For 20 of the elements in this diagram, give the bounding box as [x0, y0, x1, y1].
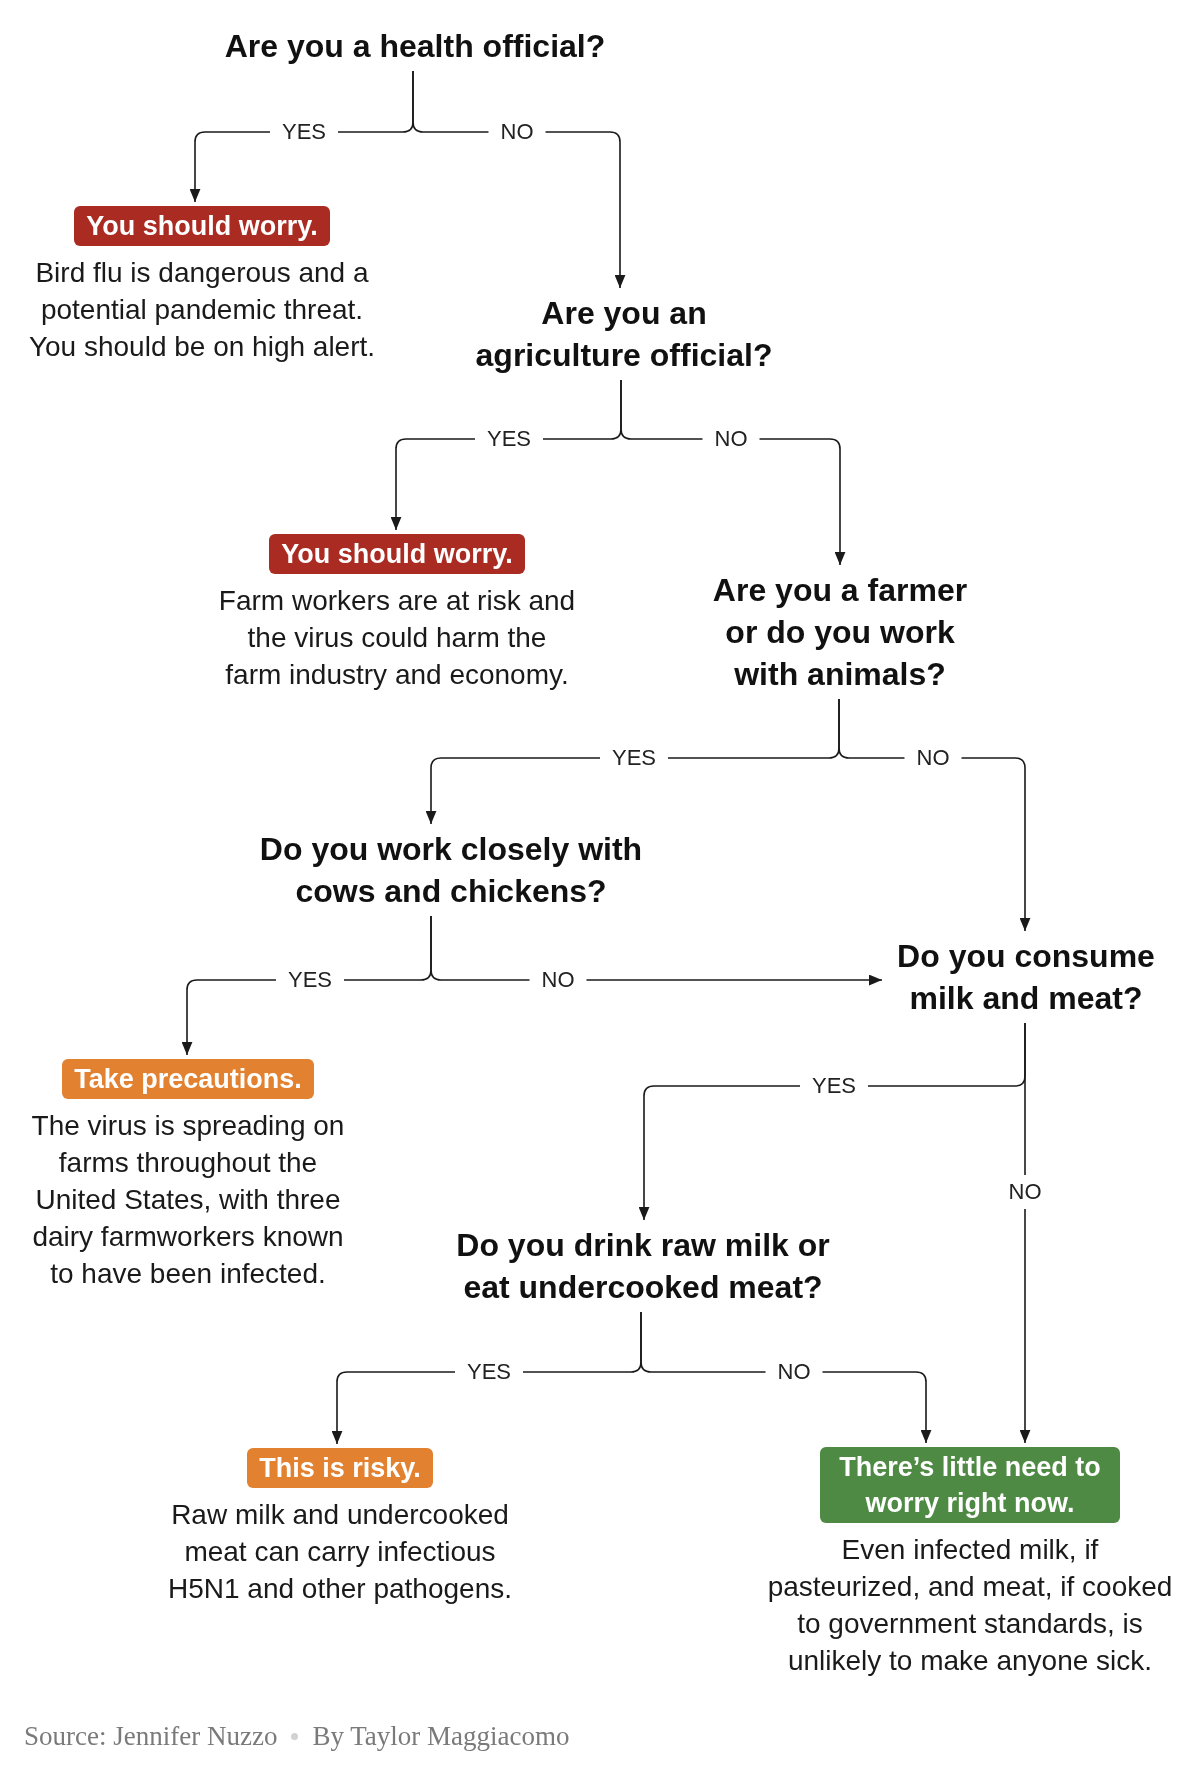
question-text: Do you consume milk and meat? — [886, 935, 1166, 1019]
source-note: Source: Jennifer Nuzzo — [24, 1720, 278, 1752]
result-badge: You should worry. — [269, 534, 525, 574]
byline-text: By Taylor Maggiacomo — [312, 1720, 570, 1752]
question-text: Are you an agriculture official? — [465, 292, 783, 376]
question-text: Are you a health official? — [185, 25, 645, 67]
result-badge: There’s little need to worry right now. — [820, 1447, 1120, 1523]
description-text: The virus is spreading on farms throughout the United States, with three dairy farmworkers known to have been infected. — [30, 1109, 346, 1291]
description-text: Bird flu is dangerous and a potential pandemic threat. You should be on high alert. — [27, 256, 377, 364]
description-text: Raw milk and undercooked meat can carry infectious H5N1 and other pathogens. — [167, 1498, 513, 1606]
description-text: Farm workers are at risk and the virus could harm the farm industry and economy. — [217, 584, 577, 692]
question-text: Do you work closely with cows and chickens? — [251, 828, 651, 912]
description-text: Even infected milk, if pasteurized, and meat, if cooked to government standards, is unlikely to make anyone sick. — [766, 1533, 1174, 1678]
arrow — [1019, 1022, 1031, 1444]
result-badge: This is risky. — [247, 1448, 433, 1488]
result-badge: You should worry. — [74, 206, 330, 246]
result-badge: Take precautions. — [62, 1059, 314, 1099]
question-text: Are you a farmer or do you work with animals? — [703, 569, 977, 695]
arrow — [430, 915, 883, 986]
question-text: Do you drink raw milk or eat undercooked meat? — [433, 1224, 853, 1308]
